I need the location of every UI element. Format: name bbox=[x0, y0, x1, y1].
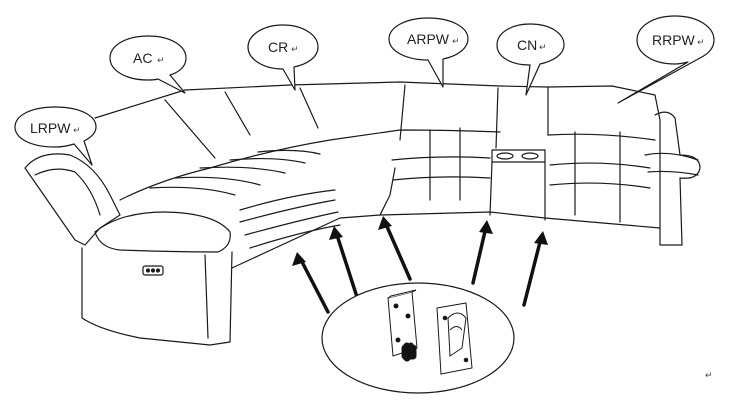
console-top bbox=[491, 149, 546, 163]
sofa-back-outline bbox=[94, 81, 661, 121]
callout-bubble-ac bbox=[109, 35, 187, 94]
front-cushion-seams bbox=[239, 189, 336, 211]
callout-label-arpw: ARPW bbox=[407, 31, 450, 47]
connector-bracket-female bbox=[436, 302, 473, 375]
callout-bubble-cn bbox=[496, 23, 565, 96]
right-recliner-arm bbox=[654, 111, 701, 246]
back-seam-1 bbox=[164, 99, 216, 159]
svg-text:↵: ↵ bbox=[291, 45, 299, 55]
callout-bubbles bbox=[14, 15, 715, 166]
connector-arrows bbox=[292, 216, 548, 314]
middle-seat-cushions bbox=[391, 156, 491, 161]
power-button-panel bbox=[142, 265, 164, 276]
left-recliner-back bbox=[24, 153, 121, 246]
back-seam-3 bbox=[299, 87, 319, 129]
callout-label-rrpw: RRPW bbox=[652, 32, 696, 48]
connector-bracket-male bbox=[387, 289, 418, 362]
left-recliner-base-edge bbox=[204, 254, 209, 339]
callout-labels: LRPW ↵ AC ↵ CR ↵ ARPW ↵ CN ↵ RRPW ↵ bbox=[30, 31, 705, 136]
bracket-detail-circle bbox=[321, 282, 515, 394]
left-recliner-arm bbox=[94, 211, 231, 253]
callout-bubble-lrpw bbox=[14, 106, 97, 166]
svg-text:↵: ↵ bbox=[157, 56, 165, 66]
middle-seat-front bbox=[379, 211, 661, 229]
console-body bbox=[489, 161, 493, 216]
back-seam-4 bbox=[399, 84, 406, 141]
left-recliner-base bbox=[81, 247, 233, 346]
callout-label-cr: CR bbox=[268, 39, 288, 55]
left-recliner-back-inner bbox=[34, 168, 101, 216]
callout-label-lrpw: LRPW bbox=[30, 120, 71, 136]
back-seam-2 bbox=[224, 91, 251, 136]
callout-label-cn: CN bbox=[517, 37, 537, 53]
svg-text:↵: ↵ bbox=[697, 38, 705, 48]
svg-text:↵: ↵ bbox=[452, 37, 460, 47]
callout-bubble-rrpw bbox=[617, 15, 715, 104]
sectional-sofa-drawing bbox=[24, 81, 701, 346]
back-seam-5 bbox=[495, 87, 499, 149]
svg-text:↵: ↵ bbox=[73, 126, 81, 136]
callout-label-ac: AC bbox=[133, 50, 152, 66]
seat-cushions bbox=[119, 129, 501, 201]
corner-return-mark: ↵ bbox=[705, 371, 713, 381]
callout-bubble-cr bbox=[247, 24, 319, 91]
right-recliner-seat bbox=[547, 133, 656, 141]
callout-bubble-arpw bbox=[388, 17, 469, 88]
svg-text:↵: ↵ bbox=[539, 43, 547, 53]
